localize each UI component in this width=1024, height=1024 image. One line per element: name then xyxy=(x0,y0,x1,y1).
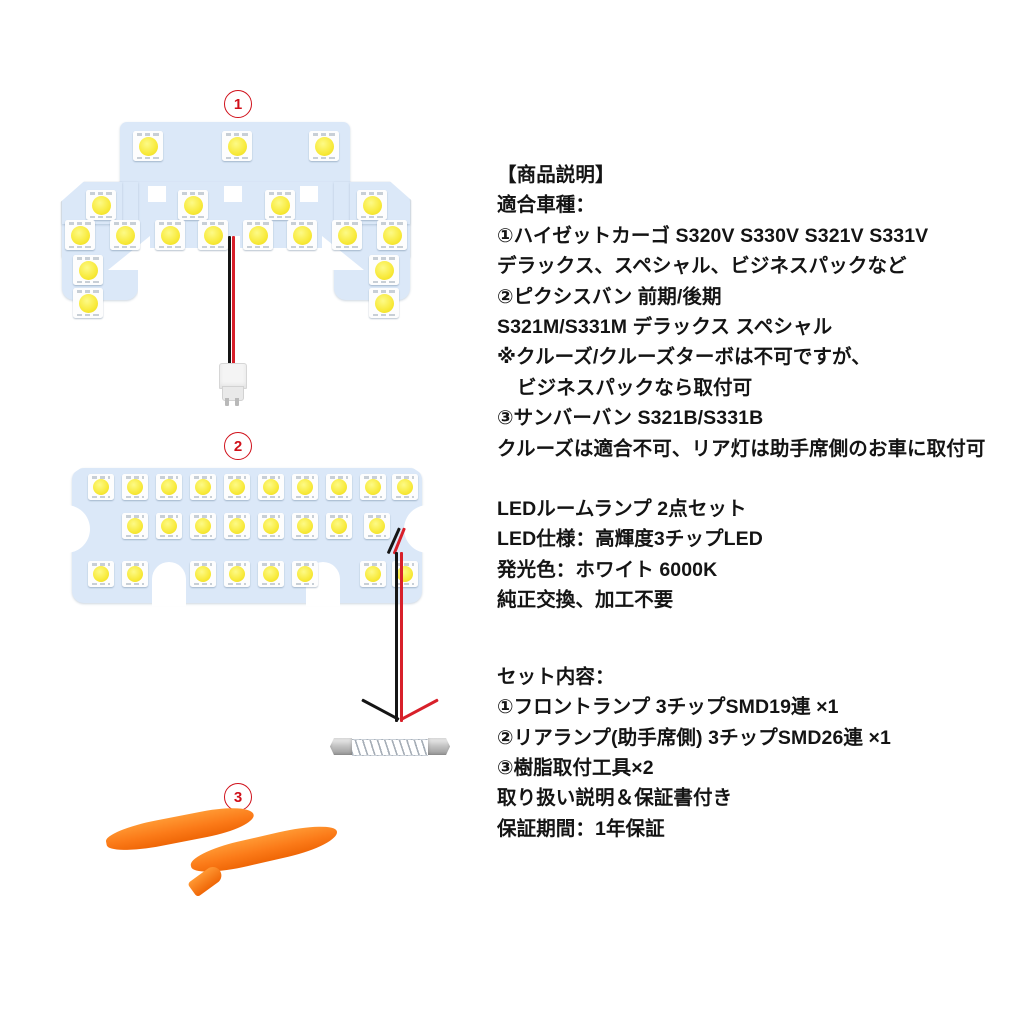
rear-lamp-assembly: 2 xyxy=(0,0,470,800)
led-chip xyxy=(292,513,318,539)
pcb-notch-left xyxy=(148,186,166,202)
wire-black xyxy=(361,698,400,721)
led-chip xyxy=(122,561,148,587)
led-chip xyxy=(190,513,216,539)
marker-rear-lamp: 2 xyxy=(224,432,252,460)
led-chip xyxy=(86,190,116,220)
led-chip xyxy=(65,220,95,250)
wire-black xyxy=(228,236,231,366)
front-lamp-pcb xyxy=(0,0,470,320)
led-chip xyxy=(224,561,250,587)
contents-line: ③樹脂取付工具×2 xyxy=(497,756,654,779)
wire-red xyxy=(400,698,439,721)
led-chip xyxy=(156,474,182,500)
front-lamp-assembly: 1 xyxy=(0,0,470,420)
led-chip xyxy=(369,288,399,318)
fitment-line: S321M/S331M デラックス スペシャル xyxy=(497,316,833,339)
fitment-line: ②ピクシスバン 前期/後期 xyxy=(497,285,722,308)
led-chip xyxy=(88,561,114,587)
led-chip xyxy=(190,561,216,587)
led-chip xyxy=(364,513,390,539)
contents-line: ①フロントランプ 3チップSMD19連 ×1 xyxy=(497,696,839,719)
led-chip xyxy=(292,474,318,500)
fitment-line: デラックス、スペシャル、ビジネスパックなど xyxy=(497,255,907,278)
spec-line: 発光色：ホワイト 6000K xyxy=(497,558,718,581)
fitment-label: 適合車種： xyxy=(497,194,596,217)
led-chip xyxy=(258,561,284,587)
led-chip xyxy=(360,474,386,500)
fitment-line: ①ハイゼットカーゴ S320V S330V S321V S331V xyxy=(497,224,929,247)
led-chip xyxy=(258,513,284,539)
rear-lamp-pcb xyxy=(0,0,470,606)
led-chip xyxy=(287,220,317,250)
led-chip xyxy=(156,513,182,539)
led-chip xyxy=(222,131,252,161)
led-chip xyxy=(155,220,185,250)
fitment-line: ビジネスパックなら取付可 xyxy=(517,376,753,399)
contents-label: セット内容： xyxy=(497,665,615,688)
description-heading: 【商品説明】 xyxy=(497,164,615,186)
wire-red xyxy=(400,552,403,722)
spec-line: LEDルームランプ 2点セット xyxy=(497,498,747,521)
pry-tools-assembly: 3 xyxy=(95,780,385,910)
fitment-line: ③サンバーバン S321B/S331B xyxy=(497,407,764,430)
led-chip xyxy=(369,255,399,285)
spec-line: 純正交換、加工不要 xyxy=(497,589,674,612)
contents-line: 保証期間：1年保証 xyxy=(497,817,665,840)
marker-front-lamp: 1 xyxy=(224,90,252,118)
led-chip xyxy=(265,190,295,220)
fitment-line: ※クルーズ/クルーズターボは不可ですが、 xyxy=(497,346,871,369)
festoon-end-cap-right xyxy=(428,738,450,755)
led-chip xyxy=(377,220,407,250)
spec-line: LED仕様：高輝度3チップLED xyxy=(497,528,763,551)
led-chip xyxy=(133,131,163,161)
led-chip xyxy=(332,220,362,250)
contents-line: ②リアランプ(助手席側) 3チップSMD26連 ×1 xyxy=(497,726,891,749)
pcb-arch-cutout xyxy=(138,248,332,320)
led-chip xyxy=(309,131,339,161)
pcb-notch-bottom-left xyxy=(152,562,186,606)
led-chip xyxy=(224,513,250,539)
wire-black xyxy=(395,552,398,722)
fitment-line: クルーズは適合不可、リア灯は助手席側のお車に取付可 xyxy=(497,437,986,460)
led-chip xyxy=(326,474,352,500)
led-chip xyxy=(190,474,216,500)
led-chip xyxy=(258,474,284,500)
led-chip xyxy=(198,220,228,250)
festoon-end-cap-left xyxy=(330,738,352,755)
led-chip xyxy=(73,255,103,285)
led-chip xyxy=(224,474,250,500)
led-chip xyxy=(292,561,318,587)
led-chip xyxy=(243,220,273,250)
led-chip xyxy=(357,190,387,220)
led-chip xyxy=(178,190,208,220)
led-chip xyxy=(326,513,352,539)
festoon-coil xyxy=(352,739,428,756)
led-chip xyxy=(122,474,148,500)
led-chip xyxy=(392,474,418,500)
wire-red xyxy=(232,236,235,366)
pcb-notch-mid xyxy=(224,186,242,202)
led-chip xyxy=(73,288,103,318)
product-description: 【商品説明】 適合車種： ①ハイゼットカーゴ S320V S330V S321V… xyxy=(497,160,1017,844)
led-chip xyxy=(122,513,148,539)
led-chip xyxy=(88,474,114,500)
led-chip xyxy=(110,220,140,250)
led-chip xyxy=(360,561,386,587)
contents-line: 取り扱い説明＆保証書付き xyxy=(497,787,733,810)
pcb-notch-right xyxy=(300,186,318,202)
marker-pry-tools: 3 xyxy=(224,783,252,811)
